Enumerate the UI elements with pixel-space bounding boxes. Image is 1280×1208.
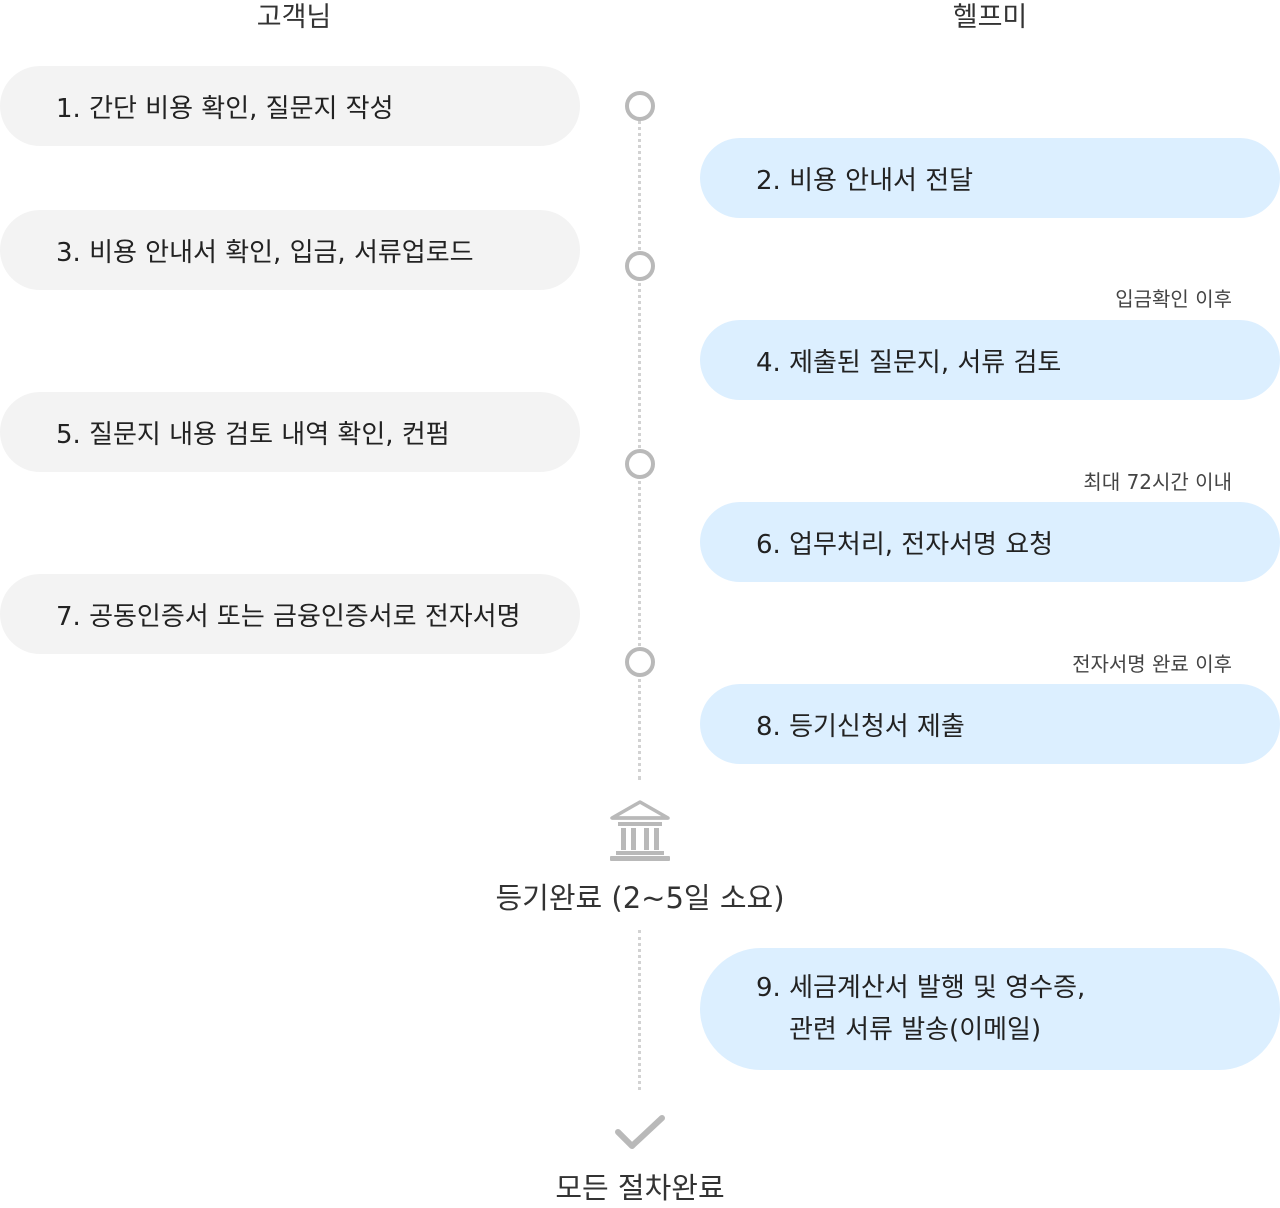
step-6-label: 6. 업무처리, 전자서명 요청 [756,529,1054,560]
step-4-helpme: 4. 제출된 질문지, 서류 검토 [700,320,1280,400]
step-1-customer: 1. 간단 비용 확인, 질문지 작성 [0,66,580,146]
helpme-column-header: 헬프미 [952,2,1028,33]
step-6-helpme: 6. 업무처리, 전자서명 요청 [700,502,1280,582]
step-2-label: 2. 비용 안내서 전달 [756,165,974,196]
step-7-customer: 7. 공동인증서 또는 금융인증서로 전자서명 [0,574,580,654]
step-8-label: 8. 등기신청서 제출 [756,711,965,742]
customer-column-header: 고객님 [256,2,332,33]
step-7-label: 7. 공동인증서 또는 금융인증서로 전자서명 [56,601,521,632]
timeline-node-3 [625,449,655,479]
timeline-node-2 [625,251,655,281]
note-after-signature: 전자서명 완료 이후 [1072,652,1232,676]
checkmark-icon [615,1115,665,1149]
step-9-helpme: 9. 세금계산서 발행 및 영수증, 관련 서류 발송(이메일) [700,948,1280,1070]
timeline-node-4 [625,647,655,677]
step-2-helpme: 2. 비용 안내서 전달 [700,138,1280,218]
step-3-customer: 3. 비용 안내서 확인, 입금, 서류업로드 [0,210,580,290]
step-3-label: 3. 비용 안내서 확인, 입금, 서류업로드 [56,237,474,268]
step-1-label: 1. 간단 비용 확인, 질문지 작성 [56,93,394,124]
bank-building-icon [610,800,670,861]
step-8-helpme: 8. 등기신청서 제출 [700,684,1280,764]
note-after-payment: 입금확인 이후 [1115,287,1232,311]
all-complete-label: 모든 절차완료 [555,1171,725,1205]
step-5-customer: 5. 질문지 내용 검토 내역 확인, 컨펌 [0,392,580,472]
timeline-node-1 [625,91,655,121]
timeline-line-lower [638,930,641,1090]
note-max-72h: 최대 72시간 이내 [1083,470,1232,494]
step-9-label-line2: 관련 서류 발송(이메일) [789,1015,1042,1045]
step-5-label: 5. 질문지 내용 검토 내역 확인, 컨펌 [56,419,450,450]
step-4-label: 4. 제출된 질문지, 서류 검토 [756,347,1062,378]
registration-complete-label: 등기완료 (2~5일 소요) [495,881,785,915]
step-9-label-line1: 9. 세금계산서 발행 및 영수증, [756,973,1086,1003]
